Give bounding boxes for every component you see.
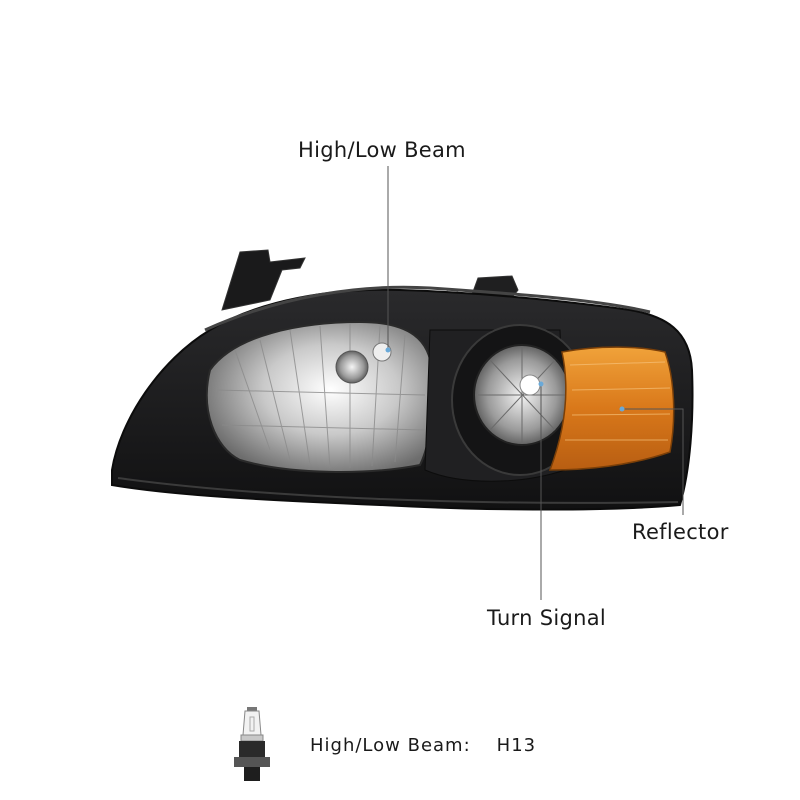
callout-label-turn-signal: Turn Signal: [487, 606, 607, 630]
callout-label-high-low-beam: High/Low Beam: [298, 138, 466, 162]
high-low-beam-reflector: [205, 320, 434, 473]
callout-line-reflector: [622, 408, 684, 515]
bulb-spec-value: H13: [496, 735, 537, 756]
bulb-spec-text: High/Low Beam: H13: [310, 735, 536, 756]
bulb-spec-label: High/Low Beam:: [310, 735, 471, 756]
bulb-icon: [234, 707, 270, 781]
mounting-bracket-left: [221, 249, 306, 311]
callout-label-reflector: Reflector: [632, 520, 729, 544]
high-low-beam-bulb: [335, 350, 369, 384]
amber-side-reflector: [548, 346, 675, 471]
